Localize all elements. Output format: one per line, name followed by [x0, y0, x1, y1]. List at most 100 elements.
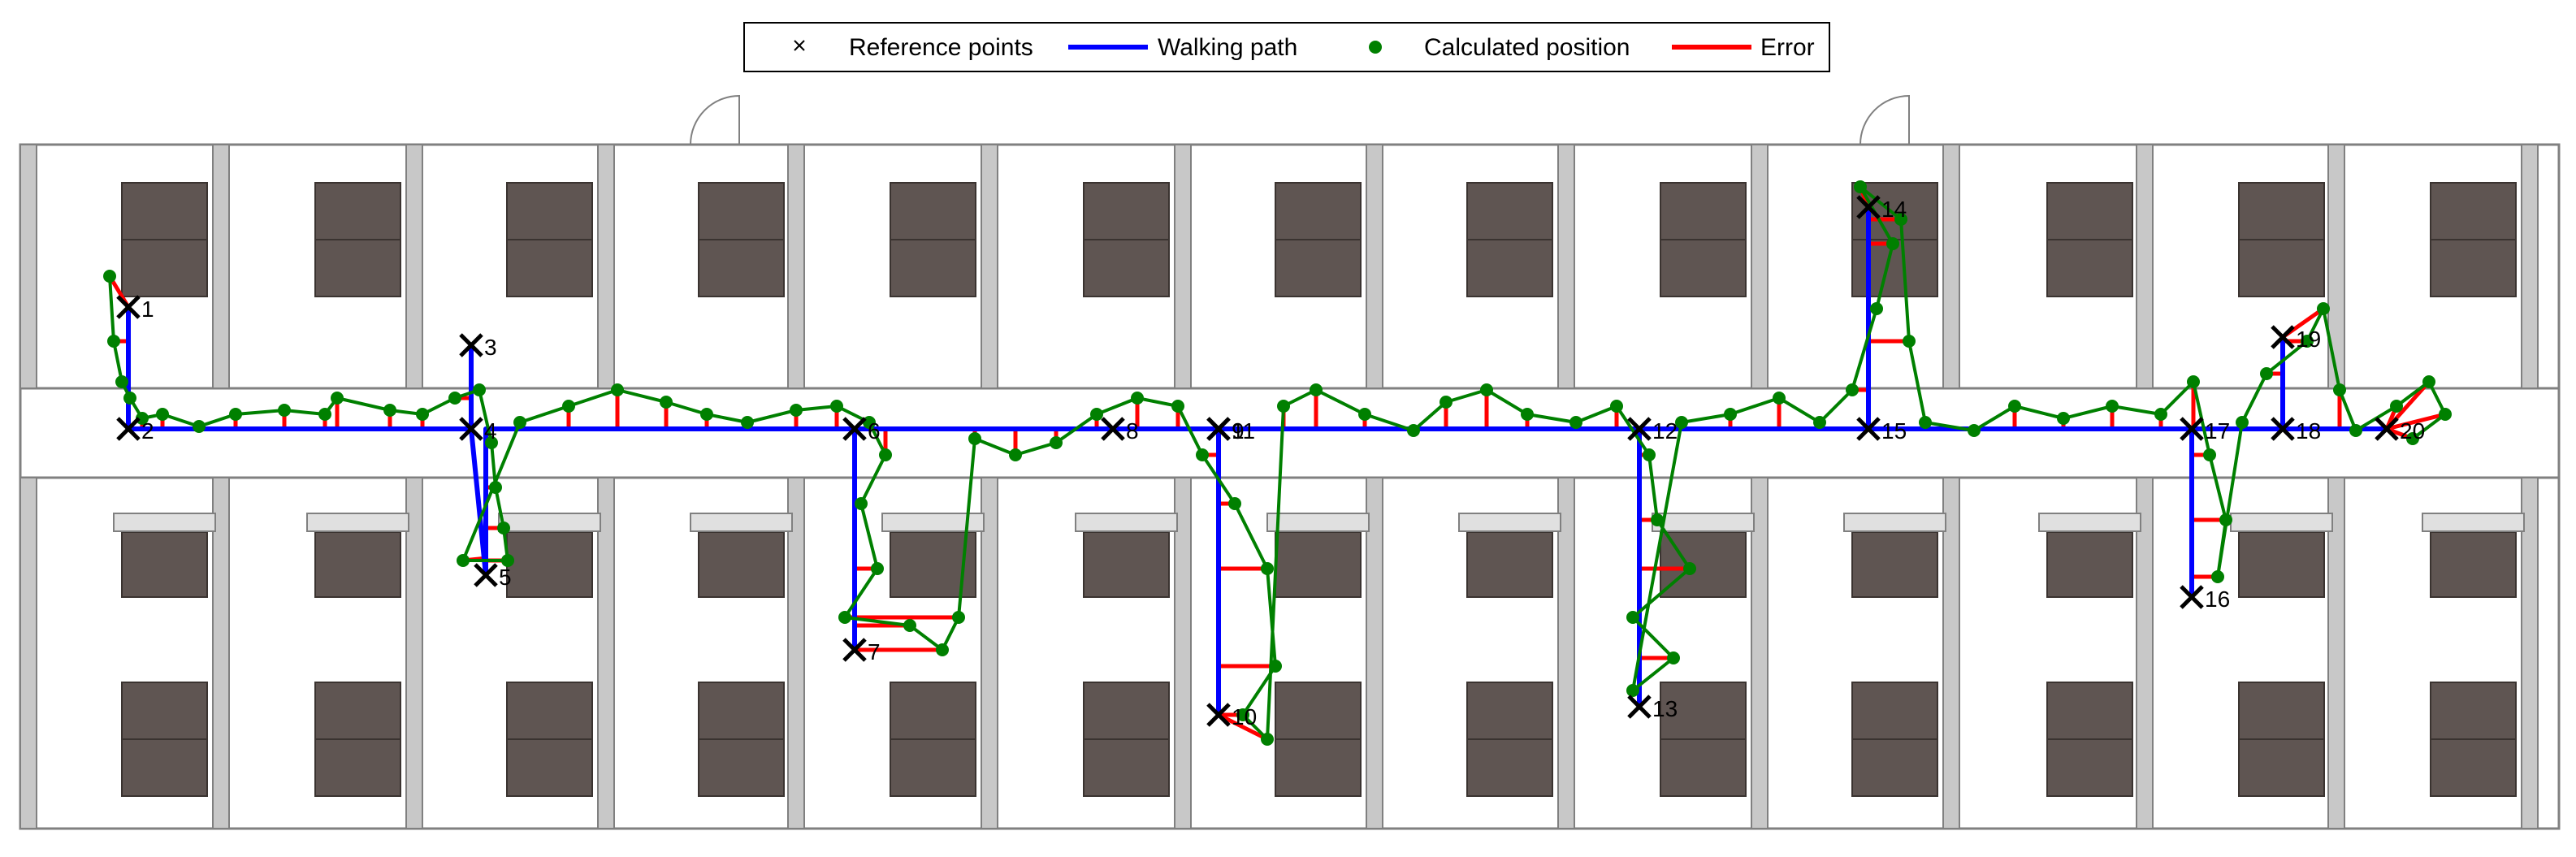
- calculated-point: [485, 436, 498, 449]
- floor-plan: [19, 94, 2561, 830]
- calculated-point: [1675, 416, 1688, 429]
- calculated-point: [1236, 708, 1249, 721]
- reference-point-marker-stroke: [1206, 417, 1231, 441]
- calculated-point: [1903, 335, 1916, 348]
- partition-lower: [1557, 477, 1575, 829]
- calculated-point: [497, 522, 510, 535]
- calculated-point: [2439, 408, 2452, 421]
- reference-point-marker-stroke: [116, 295, 141, 319]
- reference-point-label: 10: [1232, 704, 1257, 729]
- shelf-lower: [113, 513, 216, 532]
- calculated-point: [2406, 432, 2419, 445]
- partition-lower: [1366, 477, 1383, 829]
- shelf-lower: [690, 513, 793, 532]
- partition-lower: [19, 477, 37, 829]
- calculated-point: [1407, 424, 1420, 437]
- calculated-point: [1261, 562, 1274, 575]
- reference-point-marker-stroke: [1627, 417, 1652, 441]
- calculated-point: [1846, 383, 1859, 396]
- calculated-point: [1310, 383, 1323, 396]
- desk-lower-front: [1851, 531, 1938, 598]
- reference-point-marker-stroke: [2271, 325, 2295, 349]
- desk-lower-front: [2046, 531, 2133, 598]
- calculated-point: [318, 408, 331, 421]
- calculated-point: [871, 562, 884, 575]
- partition-lower: [1174, 477, 1192, 829]
- calculated-point: [1724, 408, 1737, 421]
- calculated-point: [1228, 497, 1241, 510]
- calculated-point: [1569, 416, 1582, 429]
- calculated-point: [229, 408, 242, 421]
- calculated-point: [501, 554, 514, 567]
- calculated-point: [2260, 367, 2273, 380]
- calculated-point: [1626, 611, 1639, 624]
- calculated-point: [1277, 400, 1290, 413]
- calculated-point: [2317, 302, 2330, 315]
- legend-green-dot-icon: [1369, 41, 1382, 54]
- reference-point-marker-stroke: [1101, 417, 1125, 441]
- calculated-point: [1131, 392, 1144, 405]
- legend-item-error: Error: [1672, 34, 1815, 61]
- partition-upper: [787, 144, 805, 389]
- partition-lower: [1942, 477, 1960, 829]
- calculated-point: [2008, 400, 2021, 413]
- calculated-point: [1626, 684, 1639, 697]
- reference-point-label: 16: [2205, 586, 2230, 612]
- calculated-point: [103, 270, 116, 283]
- calculated-point: [513, 416, 526, 429]
- calculated-point: [2301, 335, 2314, 348]
- calculated-point: [193, 420, 206, 433]
- calculated-point: [790, 404, 803, 417]
- partition-lower: [787, 477, 805, 829]
- desk-lower-front: [121, 531, 208, 598]
- calculated-point: [1683, 562, 1696, 575]
- desk-lower-front: [698, 531, 785, 598]
- calculated-point: [1480, 383, 1493, 396]
- legend-item-calculated-position: Calculated position: [1369, 34, 1630, 61]
- partition-upper: [597, 144, 615, 389]
- calculated-point: [1968, 424, 1981, 437]
- calculated-point: [123, 392, 136, 405]
- partition-upper: [1366, 144, 1383, 389]
- desk-lower-front: [1083, 531, 1170, 598]
- partition-lower: [981, 477, 998, 829]
- reference-point-marker-stroke: [2375, 417, 2399, 441]
- calculated-point: [1610, 400, 1623, 413]
- shelf-lower: [1652, 513, 1755, 532]
- calculated-point: [1886, 237, 1899, 250]
- calculated-point: [855, 497, 868, 510]
- desk-lower-front: [1466, 531, 1553, 598]
- reference-point-label: 14: [1881, 197, 1907, 222]
- calculated-point: [611, 383, 624, 396]
- calculated-point: [278, 404, 291, 417]
- calculated-point: [903, 619, 916, 632]
- calculated-point: [1090, 408, 1103, 421]
- desk-lower-front: [1660, 531, 1747, 598]
- reference-point-label: 15: [1881, 418, 1907, 444]
- calculated-point: [1667, 651, 1680, 664]
- calculated-point: [1643, 448, 1656, 461]
- shelf-lower: [1075, 513, 1178, 532]
- calculated-point: [2219, 513, 2232, 526]
- desk-lower-front: [1275, 531, 1362, 598]
- desk-lower-front: [2238, 531, 2325, 598]
- legend-label-walking-path: Walking path: [1158, 34, 1297, 61]
- reference-point-marker-stroke: [2180, 585, 2204, 609]
- calculated-point: [1440, 396, 1453, 409]
- calculated-point: [1269, 660, 1282, 673]
- calculated-point: [1521, 408, 1534, 421]
- reference-point-label: 20: [2400, 418, 2425, 444]
- partition-lower: [2327, 477, 2345, 829]
- reference-point-label: 2: [141, 418, 154, 444]
- calculated-point: [936, 643, 949, 656]
- reference-point-label: 18: [2296, 418, 2321, 444]
- legend-x-marker-icon-stroke: [794, 40, 805, 51]
- calculated-point: [2422, 375, 2435, 388]
- partition-lower: [2136, 477, 2154, 829]
- calculated-point: [2390, 400, 2403, 413]
- calculated-point: [2203, 448, 2216, 461]
- partition-lower: [1751, 477, 1769, 829]
- desk-lower-front: [314, 531, 401, 598]
- partition-upper: [405, 144, 423, 389]
